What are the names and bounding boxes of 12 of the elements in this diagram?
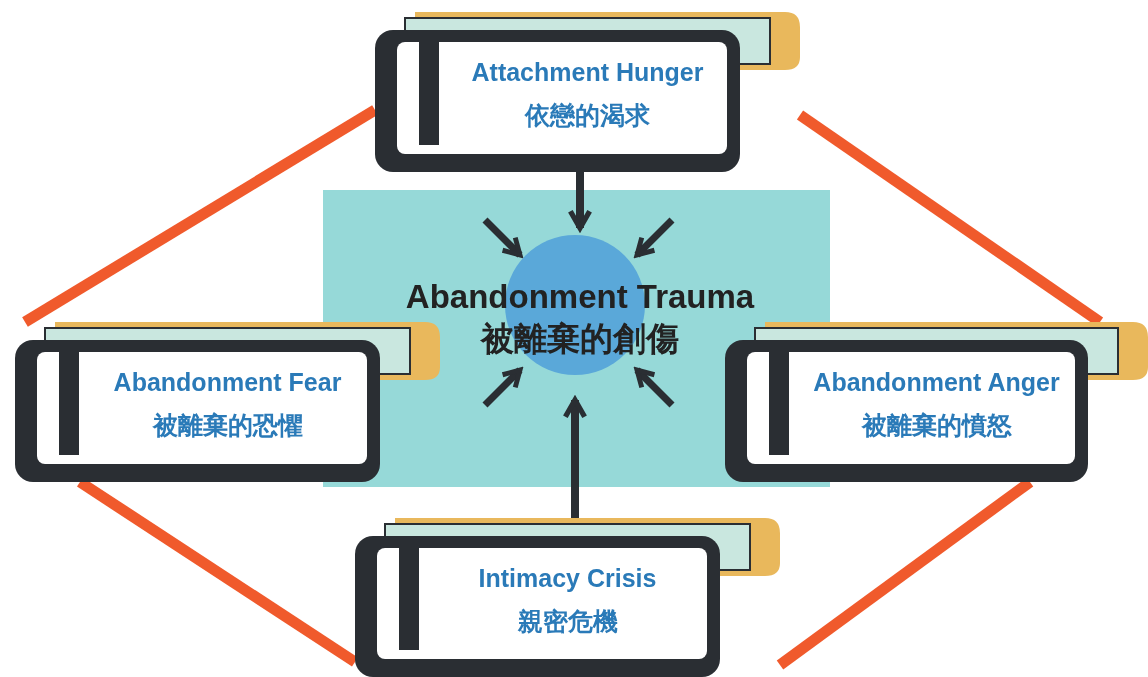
arrow — [567, 172, 593, 231]
node-title: Attachment Hunger — [471, 58, 704, 87]
node-title: Intimacy Crisis — [478, 563, 657, 593]
node-subtitle: 被離棄的憤怒 — [861, 411, 1012, 440]
node-title: Abandonment Trauma — [405, 278, 755, 316]
node-subtitle: 被離棄的恐懼 — [152, 411, 303, 440]
node-subtitle: 依戀的渴求 — [525, 101, 650, 130]
node-title: Abandonment Anger — [813, 368, 1060, 397]
arrow — [562, 397, 588, 518]
node-title: Abandonment Fear — [113, 368, 342, 397]
node-subtitle: 被離棄的創傷 — [481, 320, 679, 358]
node-subtitle: 親密危機 — [517, 606, 618, 636]
